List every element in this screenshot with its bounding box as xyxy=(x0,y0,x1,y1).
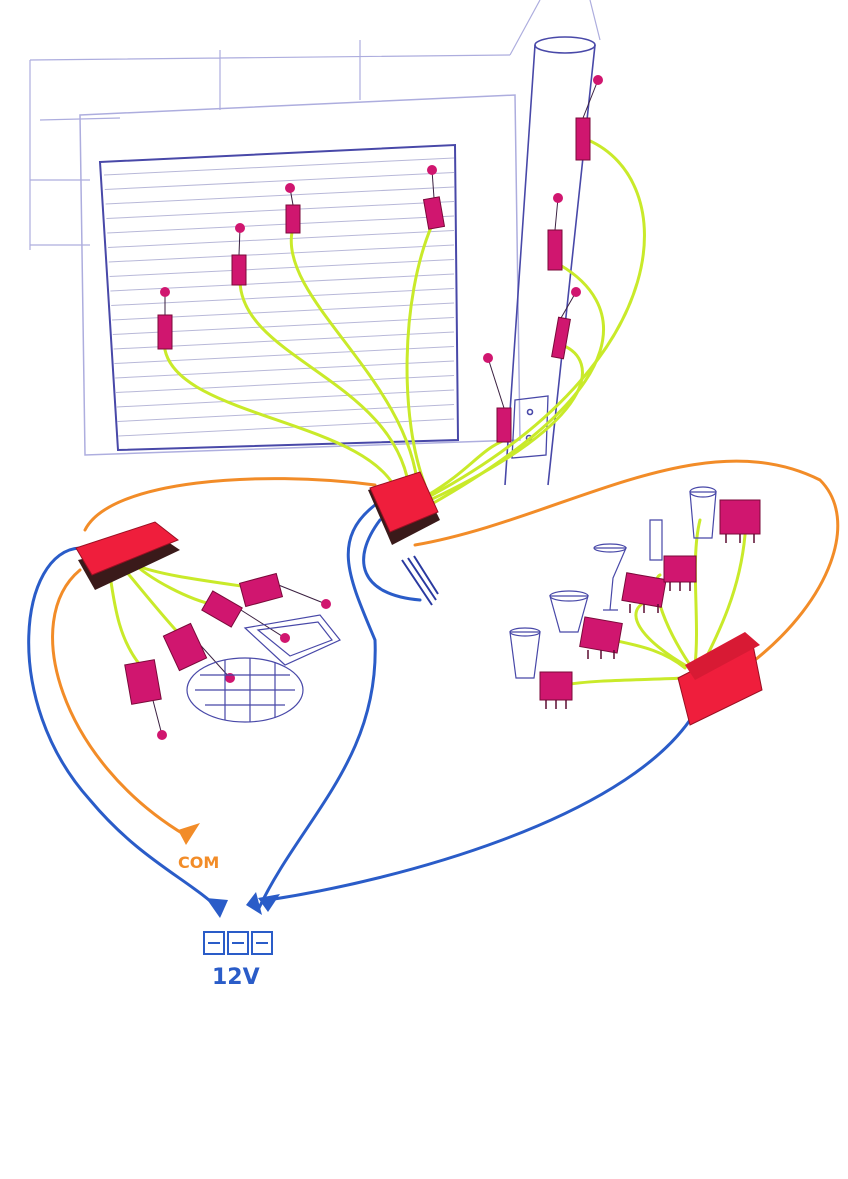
com-wire xyxy=(51,459,840,837)
device-1 xyxy=(157,287,173,350)
blue-pen-sketch xyxy=(401,555,439,606)
central-hub-box xyxy=(368,471,440,545)
floor-props-right xyxy=(509,486,717,679)
devices xyxy=(124,75,761,740)
room-sketch xyxy=(29,0,601,456)
com-arrow-icon xyxy=(178,823,200,845)
right-hub-box xyxy=(677,632,763,726)
terminal-block-icon xyxy=(203,931,273,955)
device-16 xyxy=(663,555,697,591)
device-4 xyxy=(422,165,446,230)
device-5 xyxy=(575,75,603,161)
power-arrow-heads xyxy=(206,892,280,918)
device-2 xyxy=(231,223,247,286)
device-9 xyxy=(238,572,331,609)
device-8 xyxy=(483,353,512,443)
floor-props-left xyxy=(186,614,341,723)
device-13 xyxy=(539,671,573,709)
device-14 xyxy=(579,616,623,659)
device-10 xyxy=(201,590,290,643)
device-3 xyxy=(285,183,301,234)
device-12 xyxy=(124,659,167,740)
device-7 xyxy=(551,287,581,360)
device-6 xyxy=(547,193,563,271)
com-label: COM xyxy=(178,853,219,872)
power-wires xyxy=(27,503,692,912)
device-15 xyxy=(621,572,667,613)
device-17 xyxy=(719,499,761,543)
voltage-label: 12V xyxy=(212,965,260,990)
left-hub-box xyxy=(75,521,180,590)
